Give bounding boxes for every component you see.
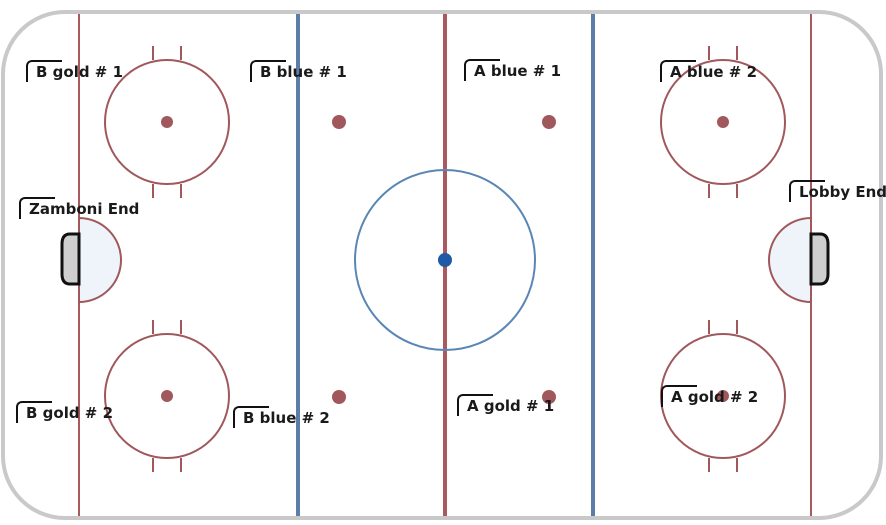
label-a-blue-1: A blue # 1 xyxy=(464,59,562,81)
crease-left xyxy=(78,216,122,304)
label-bracket xyxy=(19,197,55,219)
label-b-blue-1: B blue # 1 xyxy=(250,60,347,82)
label-text: B blue # 2 xyxy=(243,409,330,427)
label-text: A gold # 2 xyxy=(671,388,759,406)
label-b-gold-1: B gold # 1 xyxy=(26,60,124,82)
label-bracket xyxy=(233,406,269,428)
label-text: B blue # 1 xyxy=(260,63,347,81)
neutral-dot-top-right xyxy=(542,115,556,129)
label-bracket xyxy=(464,59,500,81)
net-left xyxy=(60,232,81,286)
label-text: Lobby End xyxy=(799,183,886,201)
label-bracket xyxy=(26,60,62,82)
faceoff-circle-top-left xyxy=(104,46,230,198)
label-bracket xyxy=(250,60,286,82)
label-a-gold-1: A gold # 1 xyxy=(457,394,555,416)
center-faceoff-circle xyxy=(354,169,536,351)
label-bracket xyxy=(16,401,52,423)
label-bracket xyxy=(457,394,493,416)
label-bracket xyxy=(789,180,825,202)
center-faceoff-dot xyxy=(438,253,452,267)
label-bracket xyxy=(661,385,697,407)
neutral-dot-bottom-right xyxy=(542,390,556,404)
label-text: A blue # 2 xyxy=(670,63,758,81)
label-lobby-end: Lobby End xyxy=(789,180,886,202)
label-a-gold-2: A gold # 2 xyxy=(661,385,759,407)
label-text: B gold # 2 xyxy=(26,404,114,422)
net-right xyxy=(809,232,830,286)
label-b-gold-2: B gold # 2 xyxy=(16,401,114,423)
label-bracket xyxy=(660,60,696,82)
label-text: A gold # 1 xyxy=(467,397,555,415)
neutral-dot-top-left xyxy=(332,115,346,129)
faceoff-circle-top-right xyxy=(660,46,786,198)
label-b-blue-2: B blue # 2 xyxy=(233,406,330,428)
label-a-blue-2: A blue # 2 xyxy=(660,60,758,82)
label-text: B gold # 1 xyxy=(36,63,124,81)
label-text: Zamboni End xyxy=(29,200,140,218)
label-zamboni-end: Zamboni End xyxy=(19,197,140,219)
faceoff-circle-bottom-left xyxy=(104,320,230,472)
crease-right xyxy=(768,216,812,304)
label-text: A blue # 1 xyxy=(474,62,562,80)
neutral-dot-bottom-left xyxy=(332,390,346,404)
